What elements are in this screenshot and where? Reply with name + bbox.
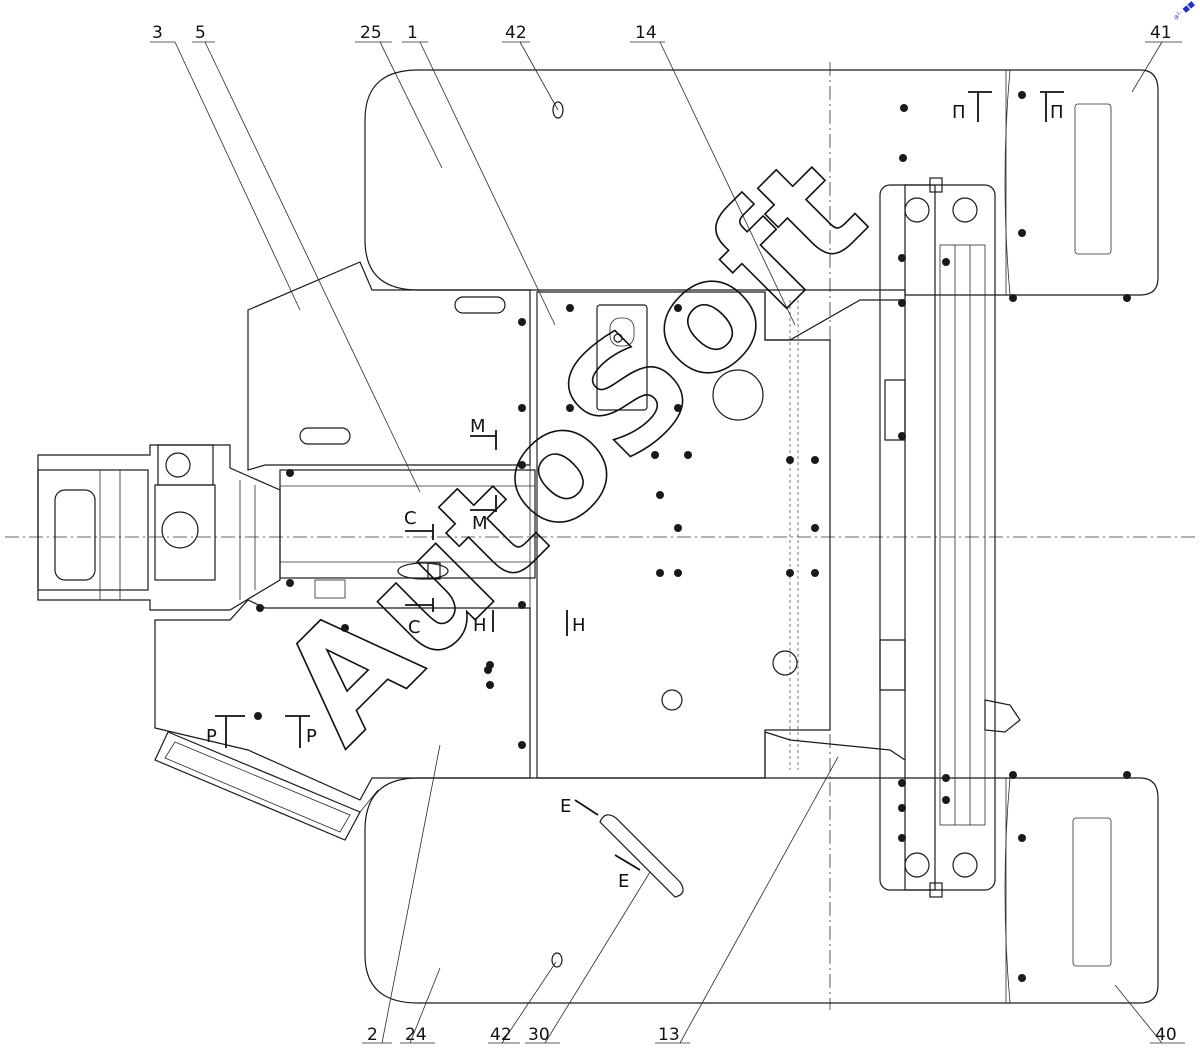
pin-part [599, 814, 684, 898]
bolt [1123, 771, 1131, 779]
bolt [1018, 229, 1026, 237]
bolt [942, 796, 950, 804]
bolt [898, 804, 906, 812]
bolt [651, 451, 659, 459]
bolt [900, 104, 908, 112]
bolt [811, 456, 819, 464]
bolt [486, 681, 494, 689]
callout-42-top: 42 [505, 23, 527, 43]
bolt [899, 154, 907, 162]
bolt [786, 456, 794, 464]
callout-13: 13 [658, 1025, 680, 1045]
section-pi-right: П [1050, 102, 1064, 123]
bolt [518, 601, 526, 609]
left-cover-plates [154, 261, 531, 801]
section-marks: M M C C H H P P E E П П [206, 91, 1064, 892]
callout-25: 25 [360, 23, 382, 43]
bolt [286, 579, 294, 587]
bolt [656, 491, 664, 499]
bolt [1009, 294, 1017, 302]
section-h-left: H [473, 615, 487, 636]
section-m-bot: M [472, 513, 488, 534]
bolt [1009, 771, 1017, 779]
bolt [518, 741, 526, 749]
bolt [1123, 294, 1131, 302]
callout-30: 30 [528, 1025, 550, 1045]
callout-42-bottom: 42 [490, 1025, 512, 1045]
bolts [254, 91, 1131, 982]
bolt [1018, 974, 1026, 982]
bolt [254, 712, 262, 720]
bolt [898, 432, 906, 440]
watermark: AutoSoft [247, 125, 897, 775]
step-plate [154, 731, 379, 841]
bolt [898, 254, 906, 262]
section-p-right: P [306, 726, 317, 747]
section-h-right: H [572, 615, 586, 636]
callout-40: 40 [1155, 1025, 1177, 1045]
bolt [484, 666, 492, 674]
bolt [341, 624, 349, 632]
section-c-bottom: C [408, 617, 421, 638]
bolt [786, 569, 794, 577]
bolt [518, 461, 526, 469]
section-m-top: M [470, 416, 486, 437]
corner-mark: a²· ■■ [1172, 0, 1196, 22]
bolt [898, 299, 906, 307]
callout-41: 41 [1150, 23, 1172, 43]
bolt [256, 604, 264, 612]
bolt [518, 404, 526, 412]
callout-24: 24 [405, 1025, 427, 1045]
bolt [942, 774, 950, 782]
bolt [684, 451, 692, 459]
section-c-top: C [404, 508, 417, 529]
bolt [566, 404, 574, 412]
bolt [656, 569, 664, 577]
bolt [811, 524, 819, 532]
section-e-top: E [560, 796, 571, 817]
section-p-left: P [206, 726, 217, 747]
lower-tank [364, 777, 1159, 1004]
rear-brackets [764, 292, 906, 778]
rear-crossbar [879, 177, 1021, 898]
bolt [898, 834, 906, 842]
section-e-bottom: E [618, 871, 629, 892]
bolt [674, 304, 682, 312]
bolt [518, 318, 526, 326]
bolt [286, 469, 294, 477]
bolt [674, 404, 682, 412]
bolt [566, 304, 574, 312]
bolt [1018, 91, 1026, 99]
callout-labels: 3 5 25 1 42 14 41 2 24 42 30 13 40 [152, 23, 1177, 1045]
callout-2: 2 [367, 1025, 378, 1045]
bolt [811, 569, 819, 577]
callout-14: 14 [635, 23, 657, 43]
bolt [674, 524, 682, 532]
callout-3: 3 [152, 23, 163, 43]
callout-1: 1 [407, 23, 418, 43]
bolt [898, 779, 906, 787]
bolt [674, 569, 682, 577]
motor-assembly [37, 444, 281, 611]
round-boss [661, 369, 798, 711]
bolt [942, 258, 950, 266]
leader-lines [150, 41, 1185, 1044]
callout-5: 5 [195, 23, 206, 43]
section-pi-left: П [952, 102, 966, 123]
bolt [1018, 834, 1026, 842]
